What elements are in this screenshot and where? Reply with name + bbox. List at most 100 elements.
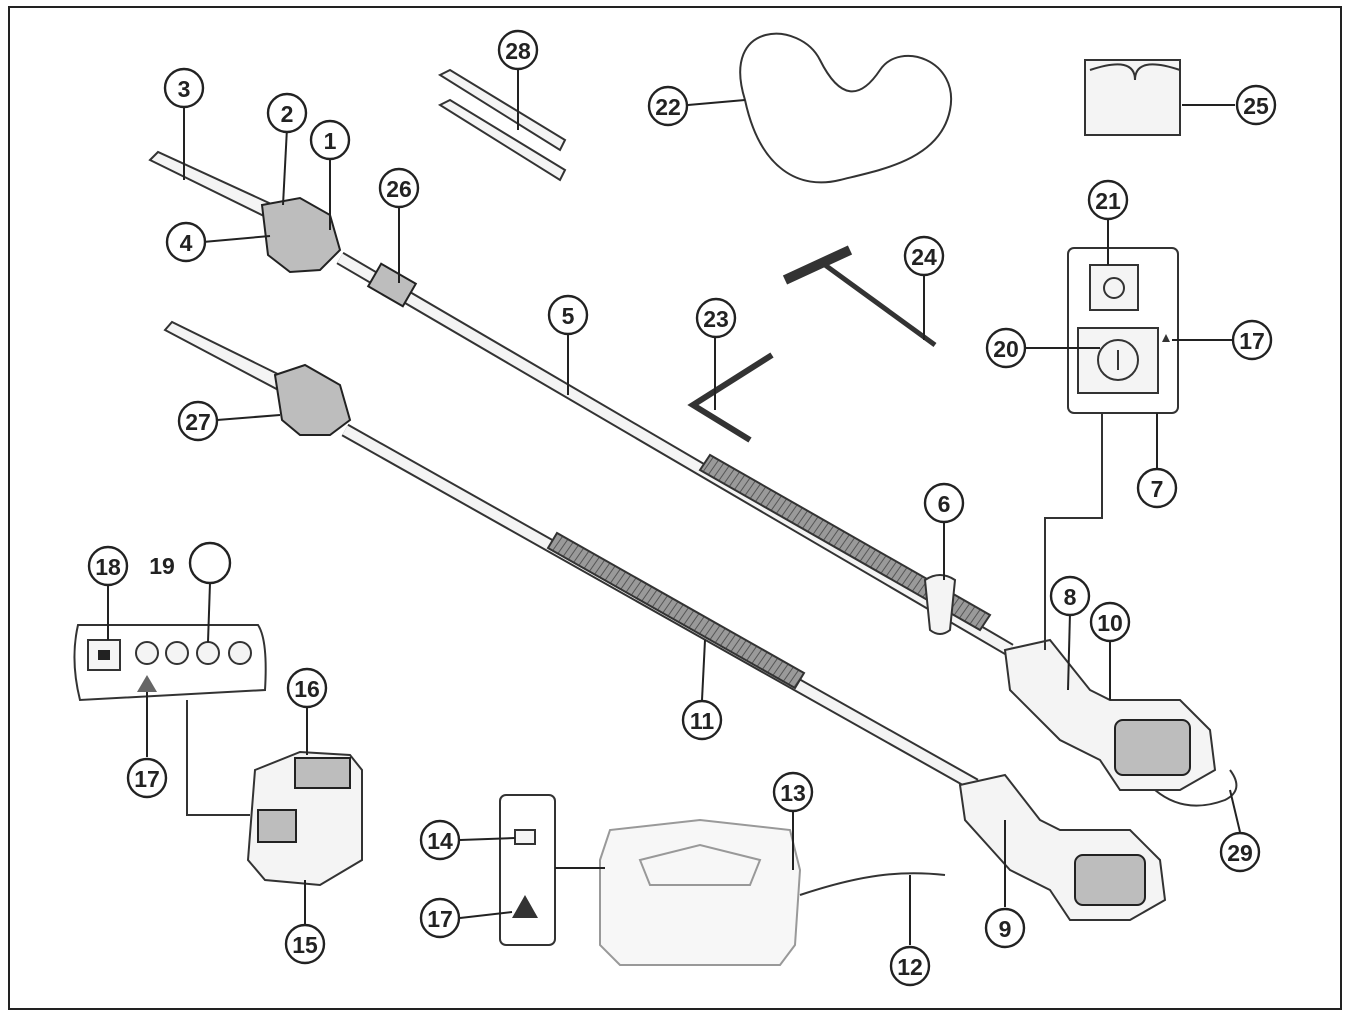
callout-c22: 22 (647, 85, 689, 127)
callout-number: 2 (281, 101, 294, 127)
rear-handle-29 (1154, 769, 1238, 807)
battery-gauge-inset (73, 541, 267, 816)
callout-number: 1 (324, 128, 337, 154)
callout-circle (378, 167, 420, 209)
chain-guards-28 (437, 68, 567, 182)
callout-circle (87, 545, 129, 587)
leader-lines (107, 68, 1241, 945)
callout-number: 13 (780, 780, 806, 806)
callout-circle (177, 400, 219, 442)
callout-c11: 11 (681, 699, 723, 741)
callout-circle (1235, 84, 1277, 126)
strap-clip-6 (923, 574, 957, 635)
callout-c9: 9 (984, 907, 1026, 949)
callout-circle (1231, 319, 1273, 361)
upper-pole-saw (148, 150, 1238, 807)
callout-c16: 16 (286, 667, 328, 709)
callout-circle (984, 907, 1026, 949)
callout-number: 12 (897, 954, 923, 980)
callout-circle (1219, 831, 1261, 873)
charger (599, 818, 946, 966)
callout-number: 5 (562, 303, 575, 329)
callout-circle (985, 327, 1027, 369)
callout-number: 16 (294, 676, 320, 702)
callout-circle (681, 699, 723, 741)
callout-c4: 4 (165, 221, 207, 263)
callout-c14: 14 (419, 819, 461, 861)
callout-circle (1136, 467, 1178, 509)
callout-c17b: 17 (126, 757, 168, 799)
callout-c23: 23 (695, 297, 737, 339)
callout-c28: 28 (497, 29, 539, 71)
callout-c21: 21 (1087, 179, 1129, 221)
callout-c24: 24 (903, 235, 945, 277)
callout-c1: 1 (309, 119, 351, 161)
lower-pole-saw (163, 320, 1167, 921)
callout-number: 17 (1239, 328, 1265, 354)
callout-number: 21 (1095, 188, 1121, 214)
battery-upper (1114, 719, 1191, 776)
callout-c18: 18 (87, 545, 129, 587)
callout-number: 17 (134, 766, 160, 792)
callout-c20: 20 (985, 327, 1027, 369)
callout-c3: 3 (163, 67, 205, 109)
callout-circle (547, 294, 589, 336)
callout-number: 3 (178, 76, 191, 102)
callout-c17c: 17 (419, 897, 461, 939)
callout-number: 28 (505, 38, 531, 64)
callout-c10: 10 (1089, 601, 1131, 643)
callout-number: 18 (95, 554, 121, 580)
label-19: 19 (149, 553, 175, 579)
callout-circle (889, 945, 931, 987)
callout-number: 27 (185, 409, 211, 435)
callout-circle (1087, 179, 1129, 221)
callout-c2: 2 (266, 92, 308, 134)
callout-number: 6 (938, 491, 951, 517)
callout-number: 7 (1151, 476, 1164, 502)
callout-number: 10 (1097, 610, 1123, 636)
callout-circle (165, 221, 207, 263)
shoulder-strap-22 (739, 32, 953, 184)
grip-upper (698, 453, 992, 632)
callout-number: 15 (292, 932, 318, 958)
callout-circle (647, 85, 689, 127)
callout-c6: 6 (923, 482, 965, 524)
callout-number: 11 (690, 708, 715, 734)
callout-circle (419, 819, 461, 861)
callout-c15: 15 (284, 923, 326, 965)
charger-indicator-inset (499, 794, 605, 946)
callout-circle (286, 667, 328, 709)
battery-lower (1074, 854, 1146, 906)
callout-circle (163, 67, 205, 109)
callout-number: 22 (655, 94, 681, 120)
led-indicator-19 (188, 541, 232, 585)
callout-circle (419, 897, 461, 939)
saw-head-lower (273, 363, 352, 436)
callout-circle (284, 923, 326, 965)
tool-24 (782, 245, 937, 348)
control-panel-inset (1044, 247, 1179, 650)
guide-bar-upper (148, 150, 282, 224)
callout-c17a: 17 (1231, 319, 1273, 361)
callout-c25: 25 (1235, 84, 1277, 126)
callout-circle (266, 92, 308, 134)
callout-number: 4 (180, 230, 193, 256)
callout-number: 24 (911, 244, 937, 270)
diagram-frame (8, 6, 1342, 1010)
callout-c5: 5 (547, 294, 589, 336)
callout-number: 17 (427, 906, 453, 932)
callout-number: 23 (703, 306, 729, 332)
callout-c27: 27 (177, 400, 219, 442)
callout-number: 26 (386, 176, 412, 202)
callout-circle (126, 757, 168, 799)
callout-c7: 7 (1136, 467, 1178, 509)
callout-circle (497, 29, 539, 71)
callout-circle (923, 482, 965, 524)
callout-c8: 8 (1049, 575, 1091, 617)
callout-number: 20 (993, 336, 1019, 362)
callout-c12: 12 (889, 945, 931, 987)
callout-circle (772, 771, 814, 813)
battery-pack (246, 750, 363, 887)
callout-number: 14 (427, 828, 453, 854)
